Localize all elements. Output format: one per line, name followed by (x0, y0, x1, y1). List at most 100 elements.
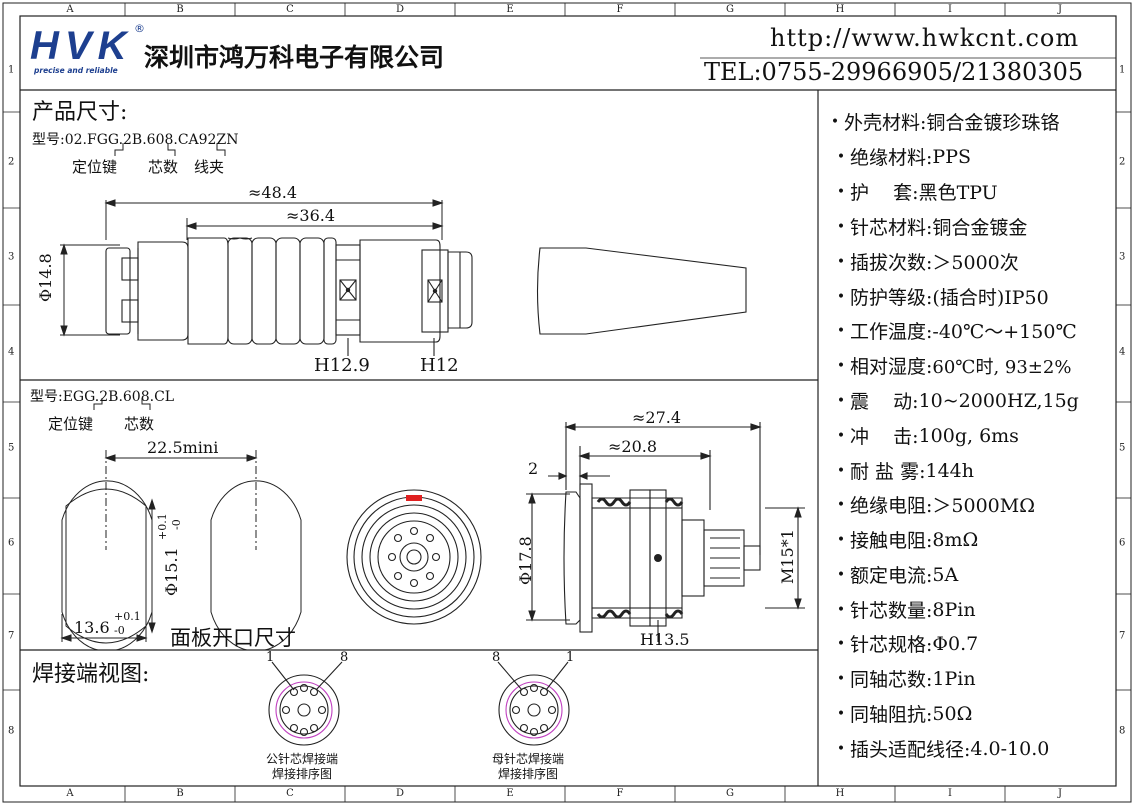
grid-col-a: A (66, 788, 74, 799)
plug-dim-overall: ≈48.4 (248, 183, 298, 202)
male-solder-caption-sub: 焊接排序图 (272, 767, 333, 781)
bullet-icon: • (836, 357, 846, 374)
plug-callout-key: 定位键 (72, 158, 118, 176)
bullet-icon: • (836, 322, 846, 339)
logo-registered-mark: ® (134, 22, 145, 35)
spec-label: 同轴阻抗: (850, 704, 933, 726)
solder-section-title: 焊接端视图: (32, 662, 150, 687)
grid-col-h: H (835, 788, 845, 799)
bullet-icon: • (836, 496, 846, 513)
spec-value: 1Pin (932, 667, 976, 690)
grid-row-3: 3 (1119, 251, 1126, 263)
grid-row-5: 5 (8, 442, 15, 454)
plug-callout-clamp: 线夹 (194, 158, 225, 176)
spec-label: 震 动: (850, 391, 919, 413)
bullet-icon: • (836, 566, 846, 583)
spec-label: 相对湿度: (850, 356, 933, 378)
grid-col-h: H (835, 4, 845, 15)
grid-col-d: D (395, 788, 405, 799)
spec-value: ＞5000MΩ (932, 495, 1035, 517)
bullet-icon: • (836, 670, 846, 687)
grid-col-c: C (286, 788, 294, 799)
male-pin-8-label: 8 (340, 650, 349, 665)
socket-callout-cores: 芯数 (124, 415, 155, 433)
spec-item: •护 套:黑色TPU (832, 178, 998, 205)
male-solder-caption: 公针芯焊接端 (266, 752, 339, 766)
spec-label: 耐 盐 雾: (850, 461, 926, 483)
bullet-icon: • (836, 218, 846, 235)
spec-value: 黑色TPU (918, 182, 998, 204)
bullet-icon: • (836, 635, 846, 652)
bullet-icon: • (836, 531, 846, 548)
grid-col-i: I (948, 788, 952, 799)
female-solder-diagram (497, 661, 570, 746)
spec-item: •工作温度:-40℃～+150℃ (832, 317, 1077, 344)
grid-col-d: D (395, 4, 405, 15)
plug-dim-hex2: H12 (420, 355, 459, 376)
spec-label: 工作温度: (850, 321, 933, 343)
logo-slogan: precise and reliable (34, 66, 118, 75)
grid-col-a: A (66, 4, 74, 15)
panel-cutout-label: 面板开口尺寸 (170, 626, 296, 650)
grid-row-8: 8 (8, 725, 15, 737)
bullet-icon: • (836, 392, 846, 409)
spec-label: 绝缘材料: (850, 147, 933, 169)
grid-row-2: 2 (1119, 156, 1126, 168)
plug-dim-hex1: H12.9 (314, 355, 370, 376)
grid-col-f: F (616, 788, 624, 799)
spec-item: •绝缘电阻:＞5000MΩ (832, 491, 1035, 518)
spec-item: •针芯数量:8Pin (832, 596, 976, 623)
grid-row-4: 4 (8, 346, 15, 358)
grid-row-7: 7 (8, 630, 15, 642)
socket-dim-flat: 13.6 (74, 618, 110, 637)
spec-label: 针芯规格: (850, 634, 933, 656)
spec-label: 针芯数量: (850, 600, 933, 622)
bullet-icon: • (836, 705, 846, 722)
spec-label: 冲 击: (850, 426, 919, 448)
spec-value: 144h (925, 459, 974, 482)
spec-value: 8mΩ (932, 528, 979, 551)
grid-col-j: J (1057, 788, 1063, 799)
spec-item: •震 动:10~2000HZ,15g (832, 387, 1079, 414)
grid-col-j: J (1057, 4, 1063, 15)
spec-item: •接触电阻:8mΩ (832, 526, 978, 553)
grid-col-i: I (948, 4, 952, 15)
logo-text: HVK (30, 24, 133, 68)
spec-item: •插头适配线径:4.0-10.0 (832, 735, 1050, 762)
socket-dim-total-length: ≈27.4 (632, 408, 682, 427)
spec-value: Φ0.7 (932, 632, 979, 655)
plug-callout-cores: 芯数 (148, 158, 179, 176)
plug-model-label: 型号:02.FGG.2B.608.CA92ZN (32, 132, 239, 148)
socket-dim-flat-tol-upper: +0.1 (114, 610, 141, 623)
female-pin-1-label: 1 (566, 650, 575, 665)
socket-dim-diameter: Φ17.8 (516, 536, 535, 585)
spec-value: 铜合金镀珍珠铬 (926, 112, 1060, 134)
spec-item: •针芯材料:铜合金镀金 (832, 213, 1028, 240)
grid-col-g: G (726, 4, 734, 15)
solder-diagrams (268, 661, 570, 746)
bullet-icon: • (836, 601, 846, 618)
spec-label: 接触电阻: (850, 530, 933, 552)
spec-value: ＞5000次 (932, 252, 1019, 274)
spec-value: PPS (932, 145, 971, 168)
bullet-icon: • (836, 462, 846, 479)
grid-row-6: 6 (8, 537, 15, 549)
company-name: 深圳市鸿万科电子有限公司 (144, 43, 445, 72)
grid-col-b: B (176, 4, 184, 15)
spec-label: 针芯材料: (850, 217, 933, 239)
grid-col-e: E (506, 4, 514, 15)
grid-col-b: B (176, 788, 184, 799)
spec-value: (插合时)IP50 (932, 287, 1049, 309)
socket-model-label: 型号:EGG.2B.608.CL (30, 389, 175, 405)
spec-item: •同轴阻抗:50Ω (832, 700, 972, 727)
company-logo: HVK ® precise and reliable (30, 22, 145, 82)
spec-label: 同轴芯数: (850, 669, 933, 691)
grid-row-3: 3 (8, 251, 15, 263)
socket-dim-flat-tol-lower: -0 (114, 624, 125, 637)
female-solder-caption: 母针芯焊接端 (492, 752, 565, 766)
plug-dim-body: ≈36.4 (286, 206, 336, 225)
spec-label: 额定电流: (850, 565, 933, 587)
grid-col-e: E (506, 788, 514, 799)
grid-row-4: 4 (1119, 346, 1126, 358)
male-solder-diagram (268, 661, 343, 746)
